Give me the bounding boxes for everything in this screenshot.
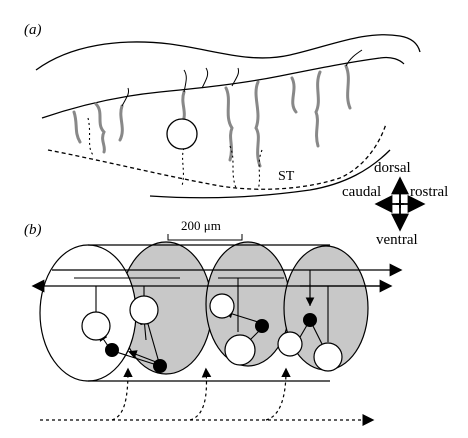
black-neuron	[303, 313, 317, 327]
black-neuron	[153, 359, 167, 373]
white-neuron	[81, 311, 111, 341]
white-neuron	[224, 334, 256, 366]
fiber	[118, 104, 124, 142]
dorsal-label: dorsal	[374, 160, 411, 176]
process	[121, 87, 129, 107]
process	[345, 49, 363, 67]
process	[201, 67, 209, 89]
fiber	[314, 70, 322, 148]
spinal-cord-ventral-edge	[47, 123, 387, 190]
black-neuron	[105, 343, 119, 357]
fiber	[290, 76, 298, 114]
dorsal-contour	[35, 34, 421, 71]
scale-bar-label: 200 μm	[181, 218, 221, 233]
orientation-compass: dorsal ventral caudal rostral	[342, 160, 448, 248]
rostral-label: rostral	[410, 184, 448, 200]
ventral-contour	[149, 149, 391, 199]
dotted-process	[257, 149, 263, 191]
white-neuron	[129, 295, 159, 325]
input-branch	[265, 367, 291, 421]
fiber	[254, 80, 262, 168]
process	[183, 69, 187, 93]
fiber	[344, 64, 352, 110]
panel-b-label: (b)	[24, 222, 42, 238]
black-neuron	[255, 319, 269, 333]
dotted-process	[181, 147, 185, 187]
gray-fibers	[72, 64, 352, 168]
dashed-inputs	[40, 367, 375, 426]
fiber	[224, 86, 234, 162]
scale-bar	[167, 234, 243, 241]
white-neuron	[313, 342, 343, 372]
dotted-processes	[87, 117, 263, 191]
caudal-label: caudal	[342, 184, 381, 200]
st-label: ST	[278, 169, 295, 184]
black-processes	[121, 49, 363, 107]
neuron-soma	[166, 118, 198, 150]
fiber	[72, 110, 82, 144]
segment-1	[39, 244, 137, 382]
spinal-cord-dorsal-edge	[41, 56, 405, 119]
dotted-process	[229, 145, 237, 189]
white-neuron	[209, 293, 235, 319]
panel-a: (a)	[24, 22, 421, 199]
panel-a-label: (a)	[24, 22, 42, 38]
dotted-process	[87, 117, 95, 157]
connection-arrow	[127, 350, 157, 363]
panel-b: (b) 200 μm	[24, 218, 403, 426]
input-branch	[189, 367, 212, 421]
ventral-label: ventral	[376, 232, 418, 248]
input-branch	[111, 367, 133, 421]
white-neuron	[277, 331, 303, 357]
process	[231, 67, 239, 87]
fiber	[94, 102, 106, 154]
